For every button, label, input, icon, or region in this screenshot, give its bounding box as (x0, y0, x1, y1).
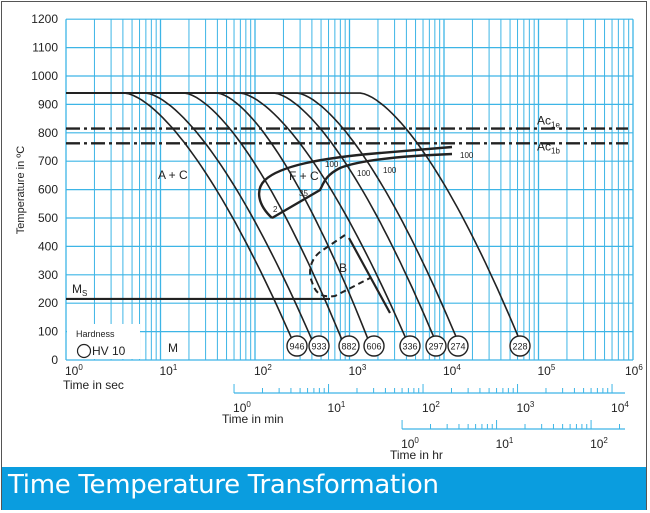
x-tick-label: 104 (443, 363, 461, 378)
annotation-100: 100 (325, 160, 339, 169)
region-label-b: B (339, 261, 347, 275)
legend-circle-icon (76, 343, 92, 359)
region-label-a-c: A + C (158, 168, 188, 182)
hardness-value: 336 (402, 342, 417, 352)
hardness-marker (447, 335, 469, 357)
reference-line-label: Ac1b (537, 139, 560, 155)
hardness-marker (509, 335, 531, 357)
cooling-curve (66, 92, 315, 345)
ms-label: MS (72, 282, 87, 298)
x-tick-label: 106 (625, 363, 643, 378)
y-tick-label: 0 (51, 353, 58, 367)
cooling-curve (66, 92, 523, 345)
annotation-100: 100 (383, 166, 397, 175)
x-tick-label: 103 (517, 400, 535, 415)
hardness-value: 297 (428, 342, 443, 352)
ttt-chart: 0 100 200 300 400 500 600 700 800 900 1000 1100 1200… (15, 12, 643, 462)
annotation-35: 35 (299, 189, 308, 198)
y-tick-label: 800 (38, 126, 58, 140)
annotation-100: 100 (460, 151, 474, 160)
hardness-marker (338, 335, 360, 357)
y-tick-label: 1200 (31, 12, 58, 26)
grid (65, 18, 634, 361)
region-label-f-c: F + C (289, 169, 319, 183)
x-tick-label: 102 (254, 363, 272, 378)
x-tick-label: 103 (349, 363, 367, 378)
cooling-curve (66, 92, 295, 345)
hardness-value: 882 (341, 342, 356, 352)
reference-line-label: Ac1e (537, 114, 560, 130)
cooling-curve (66, 92, 371, 345)
hardness-value: 946 (289, 342, 304, 352)
hardness-value: 228 (512, 342, 527, 352)
title-bar: Time Temperature Transformation (2, 467, 646, 510)
ferrite-carbide-region-boundary (257, 145, 453, 219)
y-axis-label: Temperature in ºC (15, 146, 27, 234)
y-tick-label: 400 (38, 239, 58, 253)
hardness-marker (286, 335, 308, 357)
y-tick-label: 700 (38, 154, 58, 168)
y-tick-label: 300 (38, 268, 58, 282)
x-tick-label: 102 (422, 400, 440, 415)
y-tick-label: 200 (38, 296, 58, 310)
hardness-marker (363, 335, 385, 357)
y-tick-label: 900 (38, 97, 58, 111)
y-tick-label: 1100 (32, 41, 58, 55)
x-tick-label: 101 (160, 363, 178, 378)
bainite-finish-line (348, 237, 391, 314)
annotation-2: 2 (273, 205, 278, 214)
x-tick-label: 101 (328, 400, 346, 415)
cooling-curve (66, 92, 438, 345)
cooling-curve (66, 92, 410, 345)
cooling-curves: 946 933 882 606 336 297 274 228 (66, 92, 531, 357)
annotation-100: 100 (357, 169, 371, 178)
y-tick-labels: 0 100 200 300 400 500 600 700 800 900 1000 1100 1200 (31, 12, 58, 367)
region-label-m: M (168, 341, 178, 355)
y-tick-label: 500 (38, 211, 58, 225)
x-axis-label: Time in hr (390, 448, 443, 462)
hardness-value: 606 (366, 342, 381, 352)
hardness-value: 274 (450, 342, 465, 352)
x-axis-label: Time in min (222, 412, 284, 426)
legend-title: Hardness (76, 329, 115, 339)
x-tick-label: 102 (590, 436, 608, 451)
legend-entry: HV 10 (92, 344, 126, 358)
bainite-region-boundary (309, 234, 371, 298)
y-tick-label: 100 (38, 325, 58, 339)
x-tick-label: 104 (611, 400, 629, 415)
hardness-legend: Hardness HV 10 (67, 324, 140, 359)
hardness-value: 933 (311, 342, 326, 352)
ferrite-carbide-region-inner (271, 152, 453, 220)
y-tick-label: 1000 (31, 69, 58, 83)
hardness-marker (425, 335, 447, 357)
x-tick-label: 101 (496, 436, 514, 451)
hardness-marker (308, 335, 330, 357)
cooling-curve (66, 92, 345, 345)
cooling-curve (66, 92, 460, 345)
x-tick-label: 105 (538, 363, 556, 378)
x-axis-label: Time in sec (63, 378, 124, 392)
hardness-marker (399, 335, 421, 357)
page-title: Time Temperature Transformation (8, 470, 439, 500)
y-tick-label: 600 (38, 183, 58, 197)
x-tick-label: 100 (65, 363, 83, 378)
